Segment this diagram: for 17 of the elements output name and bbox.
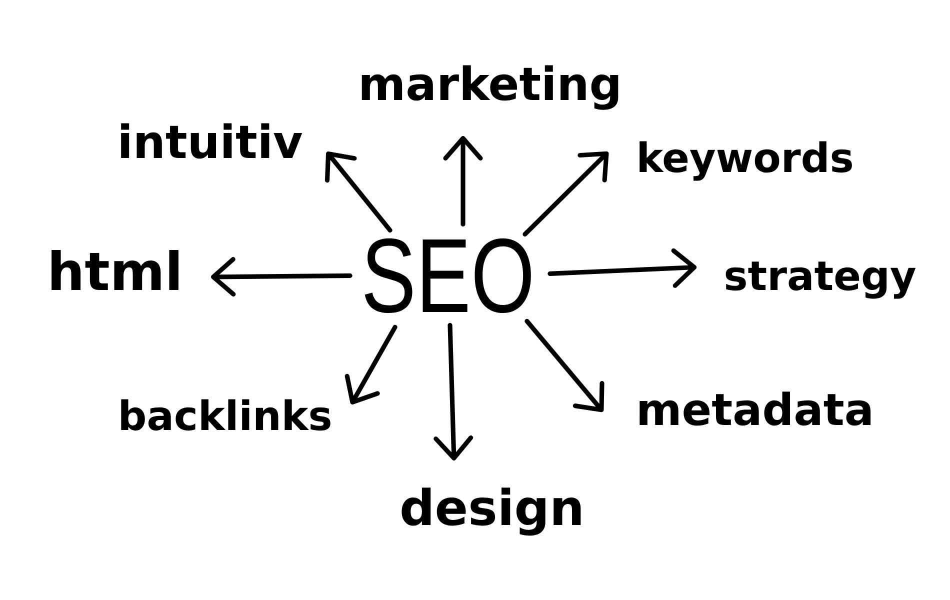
central-word: SEO xyxy=(364,238,531,314)
arrow xyxy=(344,324,398,404)
arrow xyxy=(210,256,352,297)
arrow xyxy=(522,151,609,237)
topic-word: marketing xyxy=(362,65,618,110)
topic-word: backlinks xyxy=(121,399,330,431)
topic-word: strategy xyxy=(726,262,916,299)
arrow xyxy=(524,318,604,412)
arrow xyxy=(548,248,697,288)
topic-word: intuitiv xyxy=(121,123,302,159)
arrow xyxy=(443,136,483,227)
arrow xyxy=(434,322,474,460)
topic-word: keywords xyxy=(640,141,852,181)
arrow xyxy=(324,151,392,233)
topic-word: metadata xyxy=(640,392,871,426)
topic-word: design xyxy=(402,488,581,536)
topic-word: html xyxy=(52,250,178,290)
